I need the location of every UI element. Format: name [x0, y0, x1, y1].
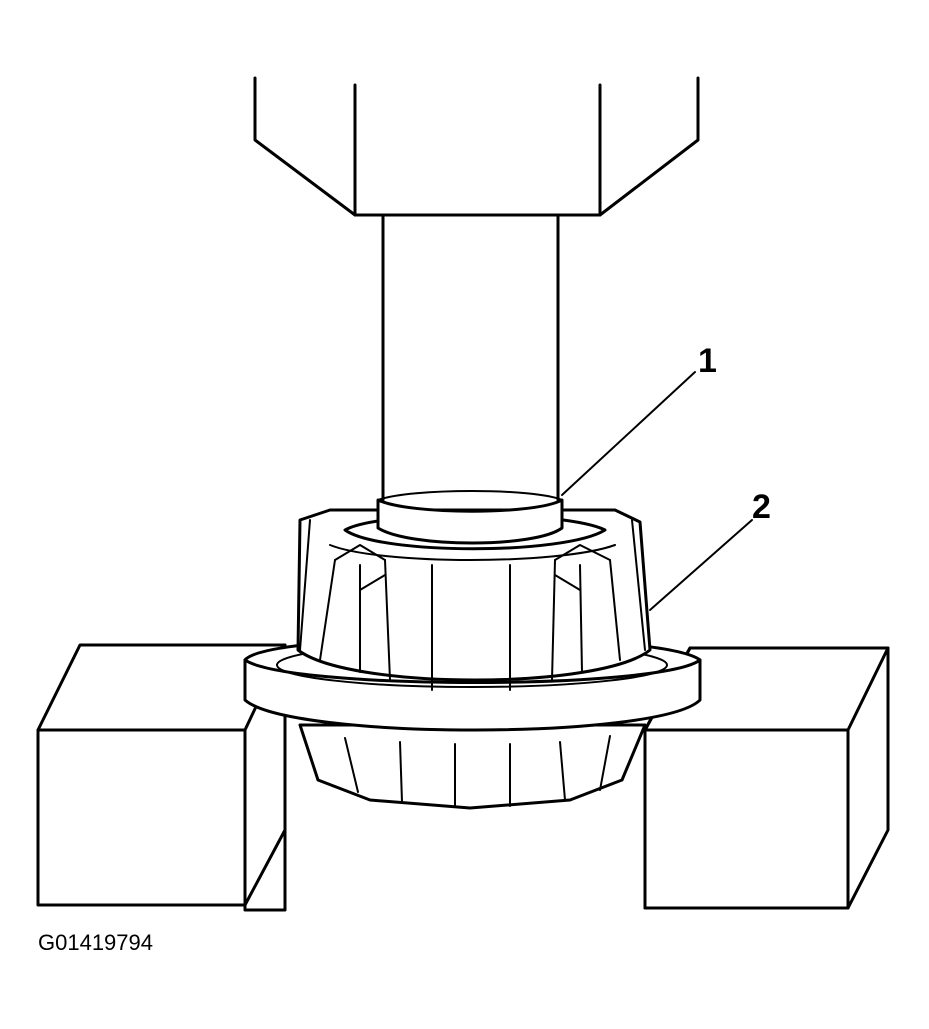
- left-support-block: [36, 643, 287, 912]
- figure-id: G01419794: [38, 930, 153, 955]
- callout-1-label: 1: [698, 342, 717, 380]
- differential-case: [296, 508, 652, 691]
- lower-gear-hub: [298, 723, 647, 810]
- press-ram-head: [253, 76, 700, 217]
- bearing: [343, 490, 607, 551]
- callout-1-leader: [561, 371, 696, 496]
- callout-2-leader: [649, 519, 753, 611]
- callout-2-label: 2: [752, 488, 771, 526]
- press-ram-shaft: [381, 213, 560, 502]
